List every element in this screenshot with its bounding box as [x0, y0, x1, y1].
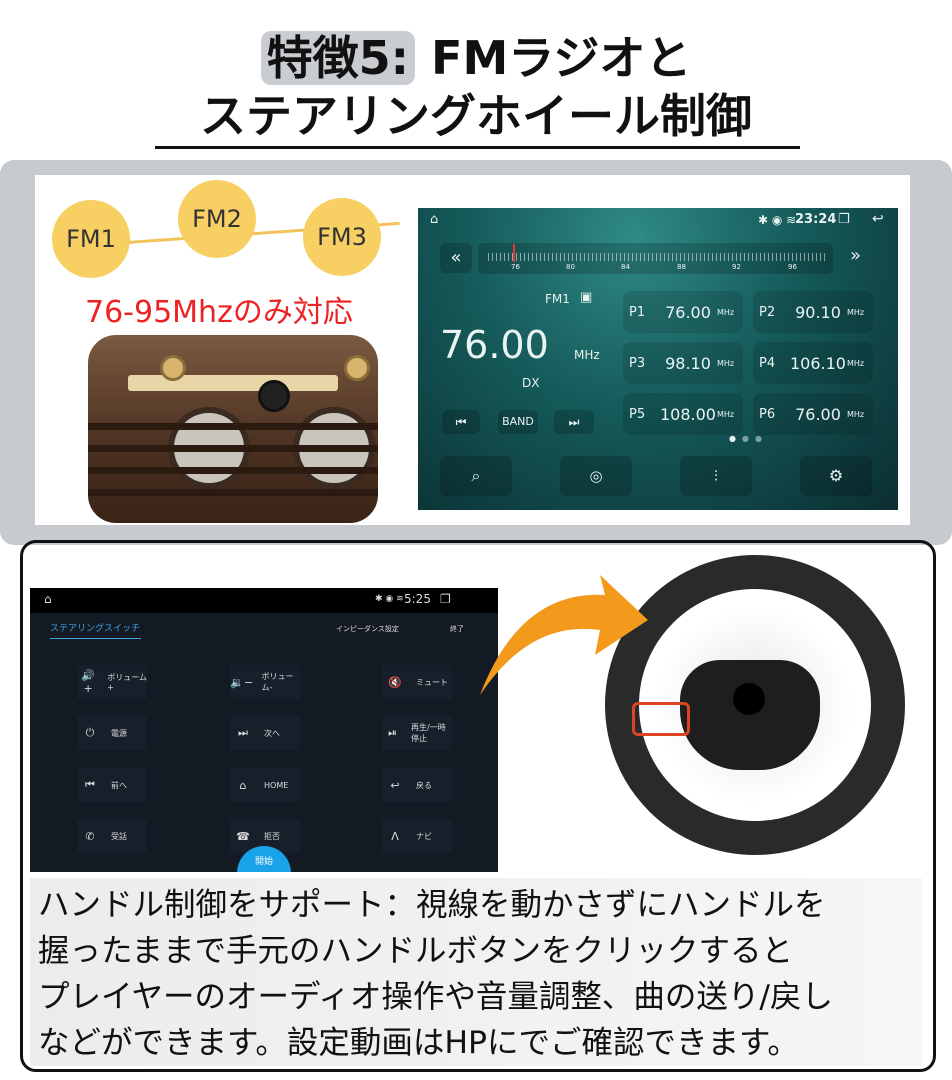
seek-forward-button[interactable]: » — [850, 245, 862, 266]
steering-key[interactable]: 🔉− ボリューム- — [230, 665, 300, 699]
steering-key[interactable]: 🔇 ミュート — [382, 665, 452, 699]
previous-icon[interactable]: ⏮ — [442, 410, 480, 434]
frequency-range-note: 76-95Mhzのみ対応 — [85, 295, 353, 330]
key-icon: ⏮ — [85, 778, 95, 791]
steering-key[interactable]: ⏮ 前へ — [77, 768, 147, 802]
steering-key[interactable]: 🔊+ ボリューム+ — [77, 665, 147, 699]
fm3-bubble: FM3 — [303, 198, 381, 276]
key-label: HOME — [264, 780, 289, 790]
search-icon[interactable]: ⌕ — [440, 456, 512, 496]
steering-key[interactable]: ↩ 戻る — [382, 768, 452, 802]
steering-key[interactable]: ⌂ HOME — [230, 768, 300, 802]
equalizer-icon[interactable]: ⫶ — [680, 456, 752, 496]
exit-button[interactable]: 終了 — [450, 625, 464, 633]
steering-app-screen: ⌂ ✱ ◉ ≋ 5:25 ❐ ステアリングスイッチ インピーダンス設定 終了 🔊… — [30, 588, 498, 872]
band-button[interactable]: BAND — [498, 410, 538, 434]
settings-icon[interactable]: ⚙ — [800, 456, 872, 496]
key-label: 再生/一時停止 — [411, 723, 446, 743]
radio-app-screen: ⌂ ✱ ◉ ≋ 23:24 ❐ ↩ « 76 80 84 88 92 96 » … — [418, 208, 898, 510]
band-label: FM1 — [545, 292, 570, 306]
fm1-bubble: FM1 — [52, 200, 130, 278]
broadcast-icon[interactable]: ◎ — [560, 456, 632, 496]
page-indicator[interactable]: ●●● — [729, 434, 768, 443]
retro-radio-image — [88, 335, 378, 523]
key-icon: ↩ — [390, 778, 400, 792]
key-label: ボリューム+ — [107, 673, 148, 692]
title-line-1: 特徴5: FMラジオと — [0, 30, 952, 86]
steering-key[interactable]: ⏻ 電源 — [77, 716, 147, 750]
steering-key[interactable]: ⏭ 次へ — [230, 716, 300, 750]
key-icon: 🔇 — [388, 675, 402, 689]
impedance-setting[interactable]: インピーダンス設定 — [336, 625, 399, 633]
steering-section — [20, 540, 936, 1072]
key-label: 拒否 — [264, 831, 280, 841]
key-label: 次へ — [264, 728, 280, 738]
back-icon[interactable]: ↩ — [872, 211, 884, 227]
image-icon[interactable]: ▣ — [580, 290, 593, 305]
clock: 23:24 — [795, 212, 837, 227]
steering-wheel-hub — [680, 660, 820, 770]
recent-apps-icon[interactable]: ❐ — [440, 592, 451, 606]
key-icon: ⏻ — [85, 726, 95, 739]
key-label: ミュート — [416, 677, 448, 687]
key-icon: 🔉− — [230, 675, 254, 689]
title-line-2: ステアリングホイール制御 — [200, 89, 752, 143]
frequency-unit: MHz — [574, 348, 600, 362]
clock: 5:25 — [404, 592, 431, 606]
key-label: 電源 — [111, 728, 127, 738]
key-label: 戻る — [416, 780, 432, 790]
home-icon[interactable]: ⌂ — [430, 212, 439, 227]
fm2-bubble: FM2 — [178, 180, 256, 258]
dx-label: DX — [522, 376, 540, 390]
key-icon: ☎ — [236, 829, 250, 843]
key-icon: Λ — [391, 829, 399, 843]
description: ハンドル制御をサポート：視線を動かさずにハンドルを 握ったままで手元のハンドルボ… — [30, 878, 922, 1066]
key-icon: ✆ — [85, 829, 95, 843]
steering-key[interactable]: ✆ 受話 — [77, 819, 147, 853]
key-icon: ⏭ — [238, 726, 248, 739]
home-icon[interactable]: ⌂ — [44, 592, 52, 606]
key-icon: ⏯ — [388, 726, 397, 739]
tab-steering-switch[interactable]: ステアリングスイッチ — [50, 621, 141, 639]
seek-back-button[interactable]: « — [440, 243, 472, 273]
feature-badge: 特徴5: — [260, 31, 416, 85]
recent-apps-icon[interactable]: ❐ — [838, 212, 850, 227]
key-label: 受話 — [111, 831, 127, 841]
key-icon: ⌂ — [239, 778, 247, 792]
key-label: ナビ — [416, 831, 432, 841]
key-icon: 🔊+ — [81, 669, 95, 695]
status-icons: ✱ ◉ ≋ — [375, 594, 404, 604]
current-frequency: 76.00 — [440, 323, 549, 367]
wheel-logo — [733, 683, 765, 715]
status-icons: ✱ ◉ ≋ — [758, 213, 797, 227]
steering-key[interactable]: Λ ナビ — [382, 819, 452, 853]
steering-key[interactable]: ⏯ 再生/一時停止 — [382, 716, 452, 750]
frequency-scale[interactable]: 76 80 84 88 92 96 — [478, 243, 833, 274]
orange-arrow-icon — [480, 575, 648, 695]
key-label: 前へ — [111, 780, 127, 790]
next-icon[interactable]: ⏭ — [554, 410, 594, 434]
title-underline — [155, 146, 800, 149]
key-label: ボリューム- — [261, 672, 294, 692]
control-buttons-highlight — [632, 702, 690, 736]
